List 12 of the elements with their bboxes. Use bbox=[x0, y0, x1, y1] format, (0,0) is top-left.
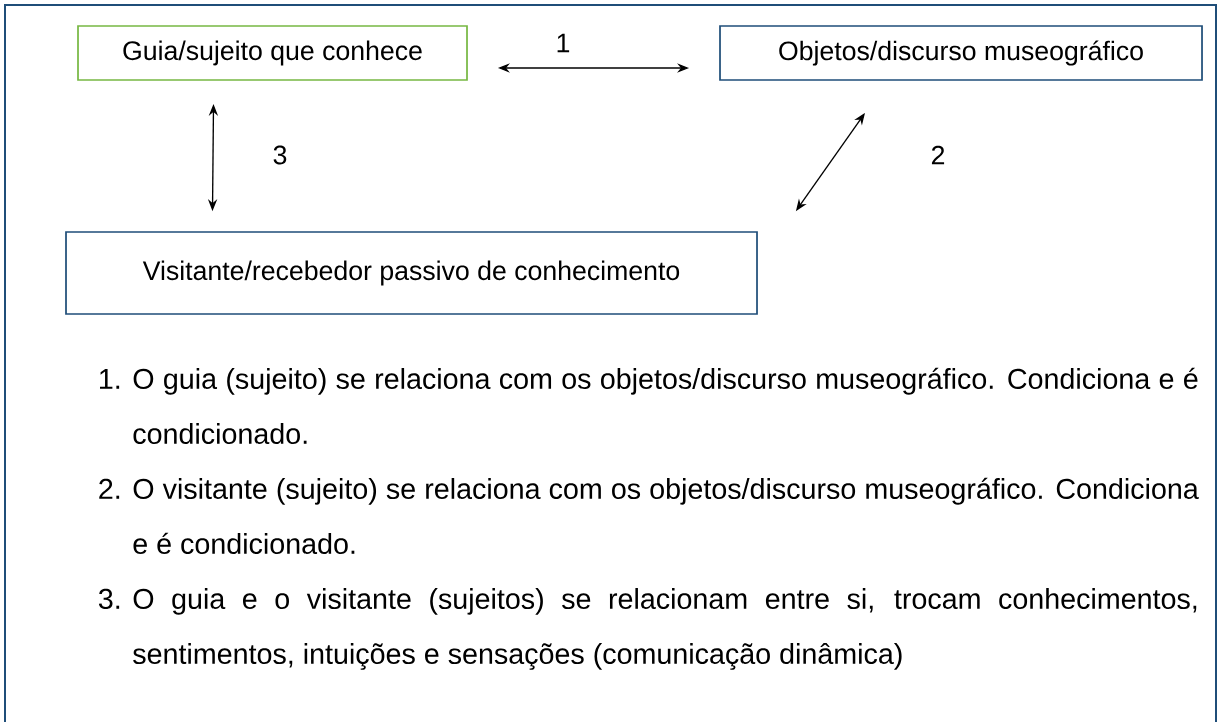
list-item-text: O guia e o visitante (sujeitos) se relacionam entre si, trocam conhecimentos, sentimentos, intuições e sensações (comunicação dinâmica) bbox=[133, 588, 1197, 670]
list-number: 2. bbox=[99, 478, 120, 499]
list-number: 3. bbox=[98, 588, 120, 610]
concept-box: Objetos/discurso museográfico bbox=[719, 25, 1203, 81]
concept-box: Visitante/recebedor passivo de conhecimento bbox=[65, 231, 758, 315]
list-number: 1. bbox=[100, 369, 120, 389]
list-item-text: O guia (sujeito) se relaciona com os objetos/discurso museográfico. Condiciona e é condicionado. bbox=[133, 367, 1198, 445]
concept-box: Guia/sujeito que conhece bbox=[77, 25, 468, 81]
edge-label: 1 bbox=[554, 32, 572, 54]
list-item-text: O visitante (sujeito) se relaciona com os objetos/discurso museográfico. Condiciona e é condicionado. bbox=[133, 477, 1199, 555]
edge-label: 2 bbox=[929, 144, 947, 166]
edge-label: 3 bbox=[271, 144, 289, 166]
